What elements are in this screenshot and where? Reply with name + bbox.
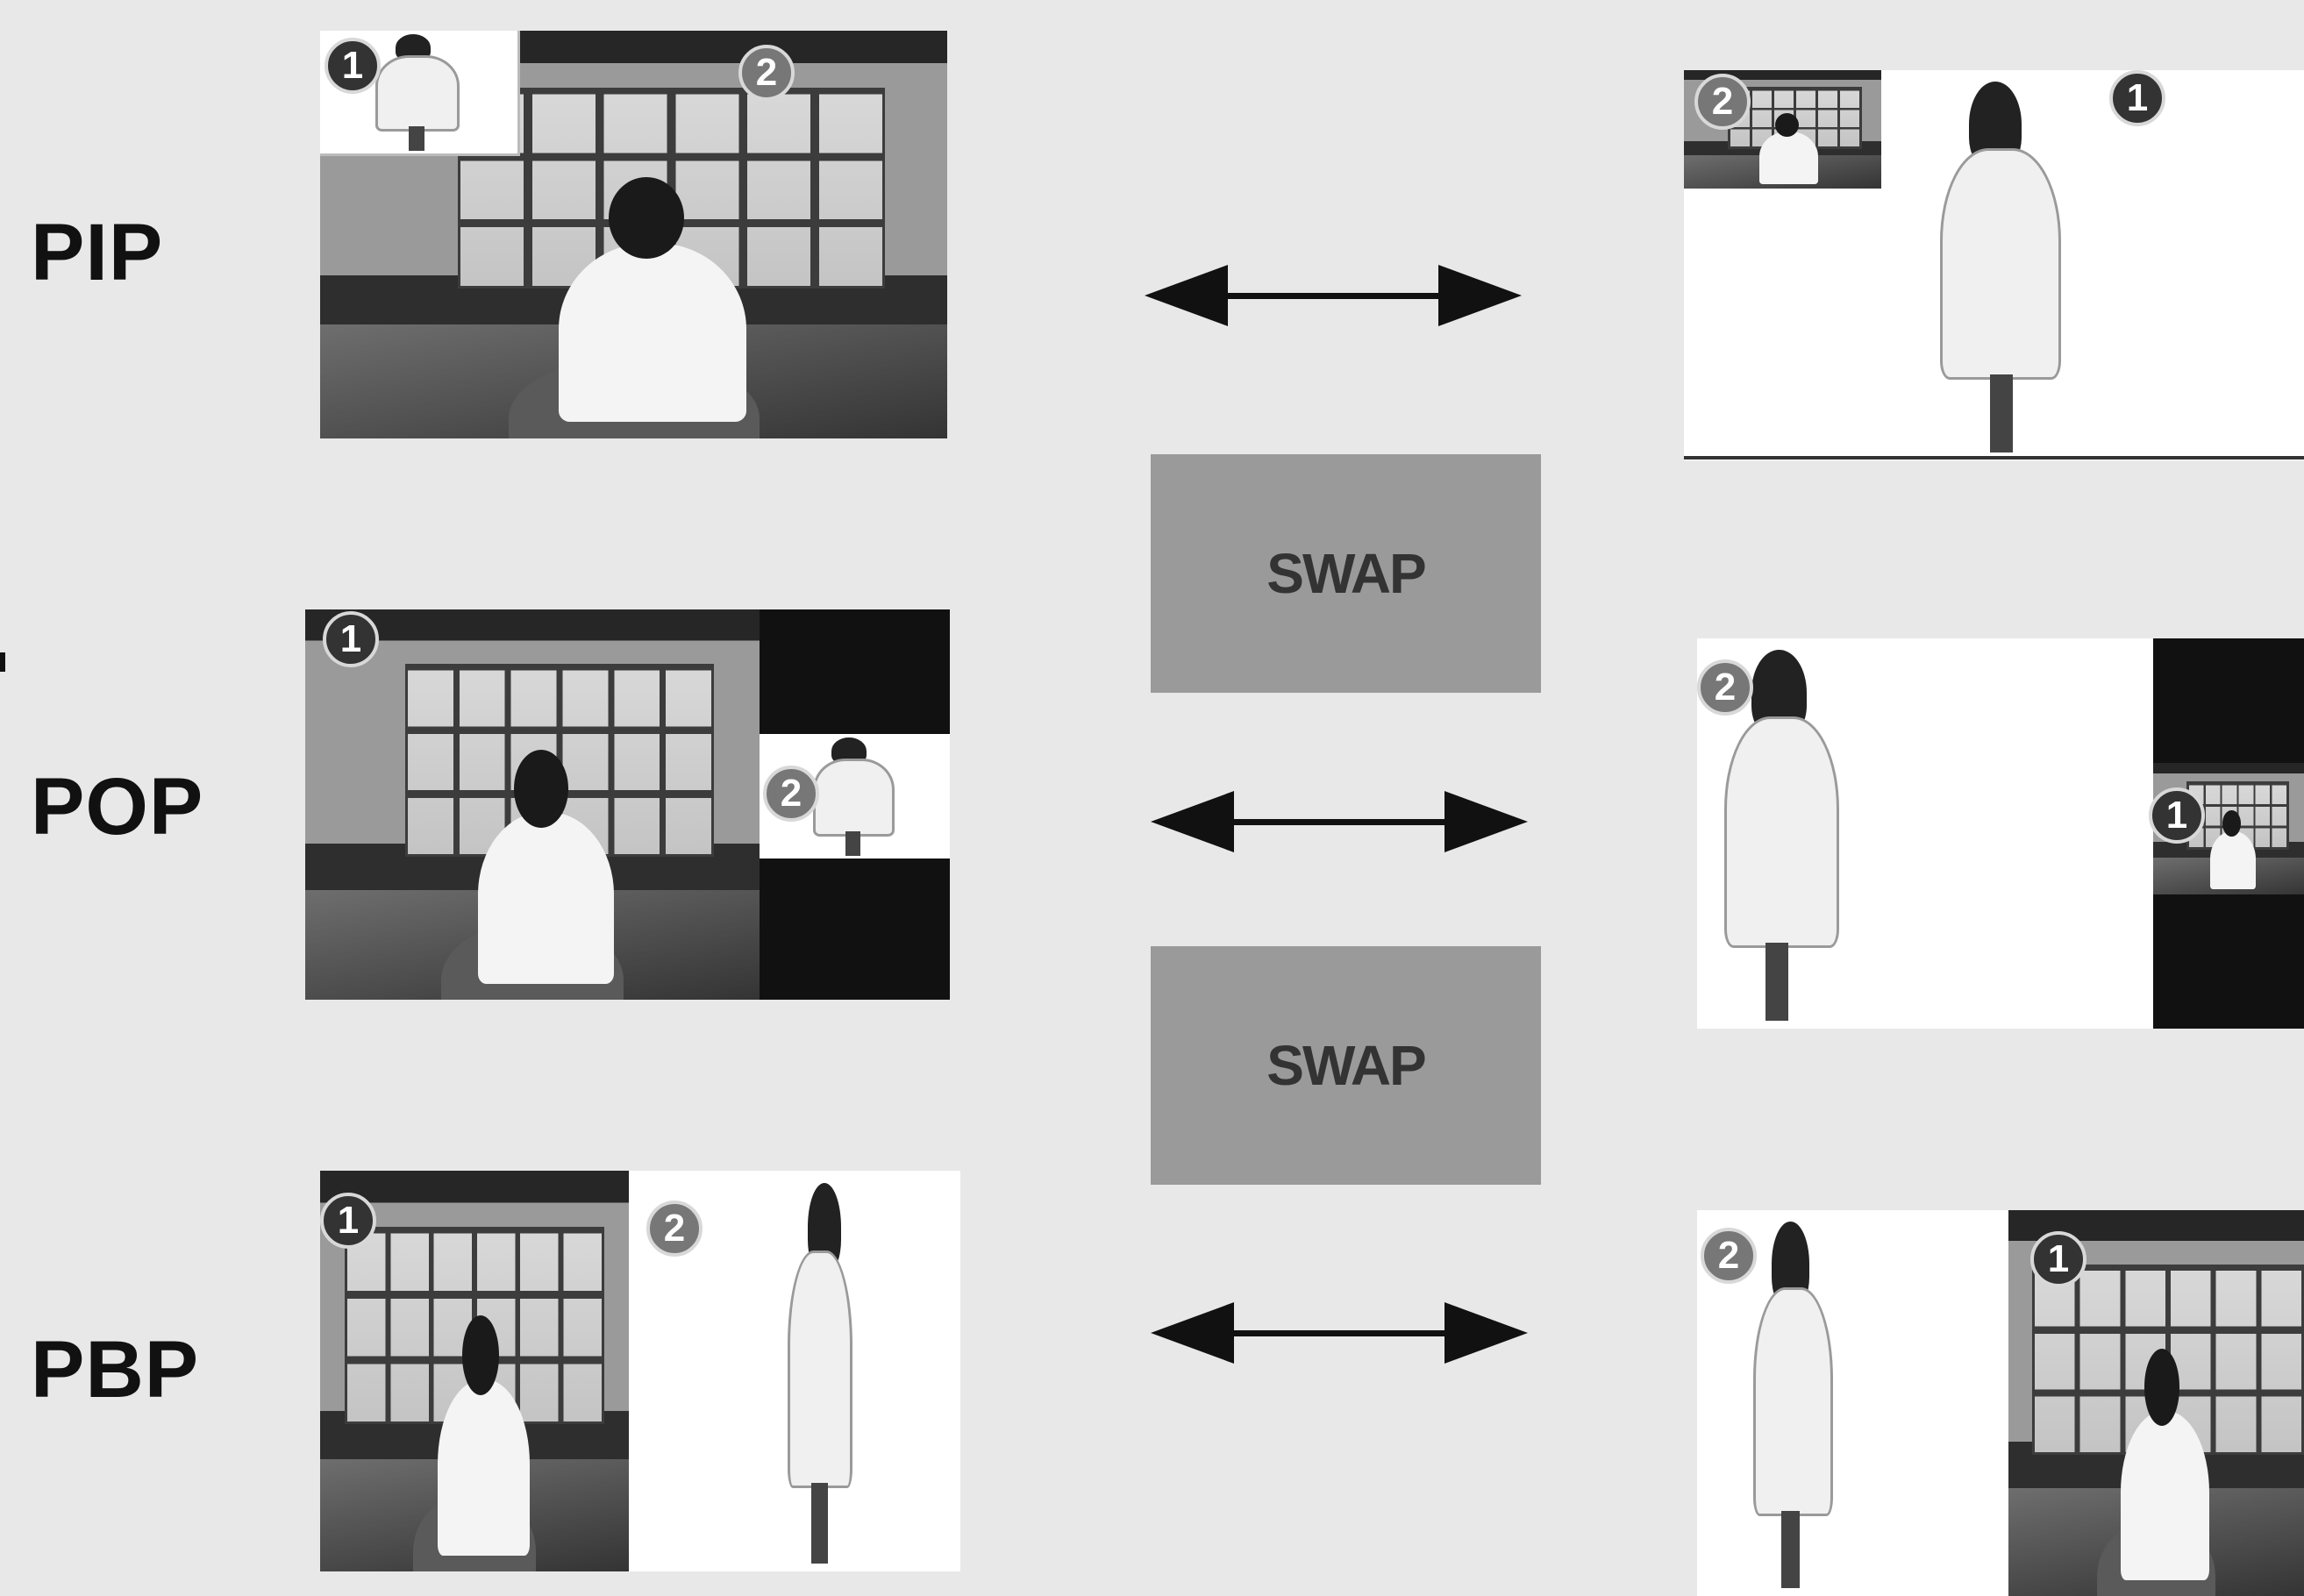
pbp-screen-right: 2 1: [1697, 1210, 2304, 1596]
pbp-label: PBP: [31, 1325, 200, 1414]
badge-1: 1: [320, 1193, 376, 1249]
woman-inset: [760, 734, 950, 859]
pbp-screen-left: 1 2: [320, 1171, 960, 1571]
badge-1: 1: [2149, 787, 2205, 844]
woman-scene: [1697, 638, 2153, 1029]
badge-2: 2: [763, 766, 819, 822]
pip-screen-right: 2 1: [1684, 70, 2304, 460]
double-arrow-icon: [1151, 1302, 1528, 1364]
swap-button[interactable]: SWAP: [1151, 454, 1541, 693]
badge-1: 1: [2109, 70, 2165, 126]
office-scene: [305, 609, 760, 1000]
pop-screen-left: 1 2: [305, 609, 950, 1000]
pop-screen-right: 2 1: [1697, 638, 2304, 1029]
pip-screen-left: 1 2: [320, 31, 947, 438]
badge-2: 2: [1701, 1228, 1757, 1284]
office-scene: [320, 31, 947, 438]
badge-2: 2: [1697, 659, 1753, 716]
divider-line: [1684, 456, 2304, 460]
badge-1: 1: [2030, 1231, 2086, 1287]
badge-2: 2: [1694, 74, 1751, 130]
office-inset: [2153, 763, 2304, 894]
pop-label: POP: [31, 762, 204, 851]
double-arrow-icon: [1145, 265, 1522, 326]
badge-1: 1: [323, 611, 379, 667]
office-scene: [2008, 1210, 2304, 1596]
badge-1: 1: [325, 38, 381, 94]
woman-inset: [320, 31, 520, 156]
office-scene: [320, 1171, 629, 1571]
woman-scene: [1859, 70, 2149, 460]
double-arrow-icon: [1151, 791, 1528, 852]
swap-button[interactable]: SWAP: [1151, 946, 1541, 1185]
pip-label: PIP: [31, 208, 164, 297]
badge-2: 2: [738, 45, 795, 101]
edge-tick: [0, 652, 5, 672]
badge-2: 2: [646, 1201, 703, 1257]
